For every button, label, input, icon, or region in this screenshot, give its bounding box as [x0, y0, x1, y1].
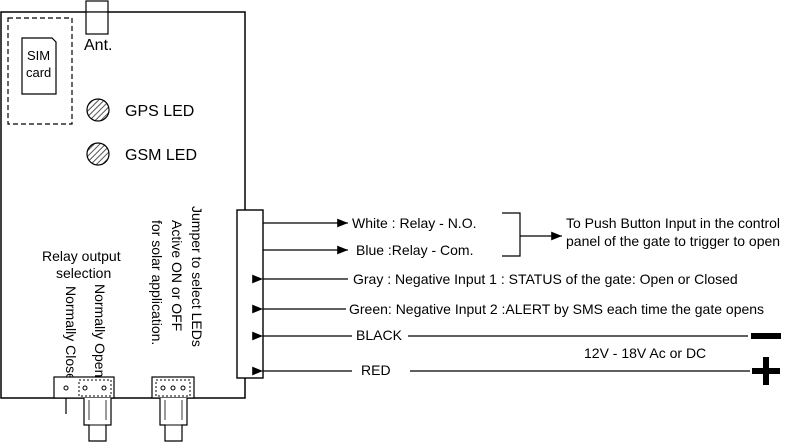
device-board: [0, 11, 246, 399]
normally-open-label: Normally Open: [92, 284, 108, 377]
wire-blue-label: Blue :Relay - Com.: [356, 242, 473, 258]
wire-black-label: BLACK: [356, 327, 403, 343]
wire-red-label: RED: [361, 362, 391, 378]
antenna-body: [85, 11, 109, 35]
jumper-label-1: Jumper to select LEDs: [189, 206, 205, 347]
sim-label-1: SIM: [27, 48, 50, 63]
sim-card-icon: [21, 37, 57, 95]
sim-label-2: card: [26, 65, 51, 80]
antenna-label: Ant.: [84, 37, 112, 54]
gps-led-icon: [86, 98, 110, 122]
wire-green-label: Green: Negative Input 2 :ALERT by SMS ea…: [349, 301, 764, 317]
gsm-led-label: GSM LED: [125, 147, 197, 164]
push-button-line-1: To Push Button Input in the control: [566, 215, 780, 231]
wire-white-label: White : Relay - N.O.: [352, 215, 476, 231]
relay-selection-label-2: selection: [56, 265, 111, 281]
wire-bracket: [502, 212, 521, 257]
plus-icon: [752, 357, 780, 385]
gps-led-label: GPS LED: [125, 103, 194, 120]
minus-icon: [751, 333, 781, 339]
push-button-line-2: panel of the gate to trigger to open: [566, 233, 780, 249]
wire-gray-label: Gray : Negative Input 1 : STATUS of the …: [353, 271, 738, 287]
power-voltage-label: 12V - 18V Ac or DC: [584, 345, 706, 361]
relay-jumper: [53, 376, 115, 442]
antenna-connector: [85, 0, 109, 13]
jumper-label-2: Active ON or OFF: [169, 220, 185, 331]
terminal-block: [236, 209, 264, 379]
led-jumper: [151, 376, 195, 442]
sim-slot: [7, 17, 73, 125]
normally-close-label: Normally Close: [63, 286, 79, 381]
gsm-led-icon: [86, 142, 110, 166]
relay-selection-label-1: Relay output: [42, 248, 121, 264]
jumper-label-3: for solar application.: [149, 220, 165, 345]
